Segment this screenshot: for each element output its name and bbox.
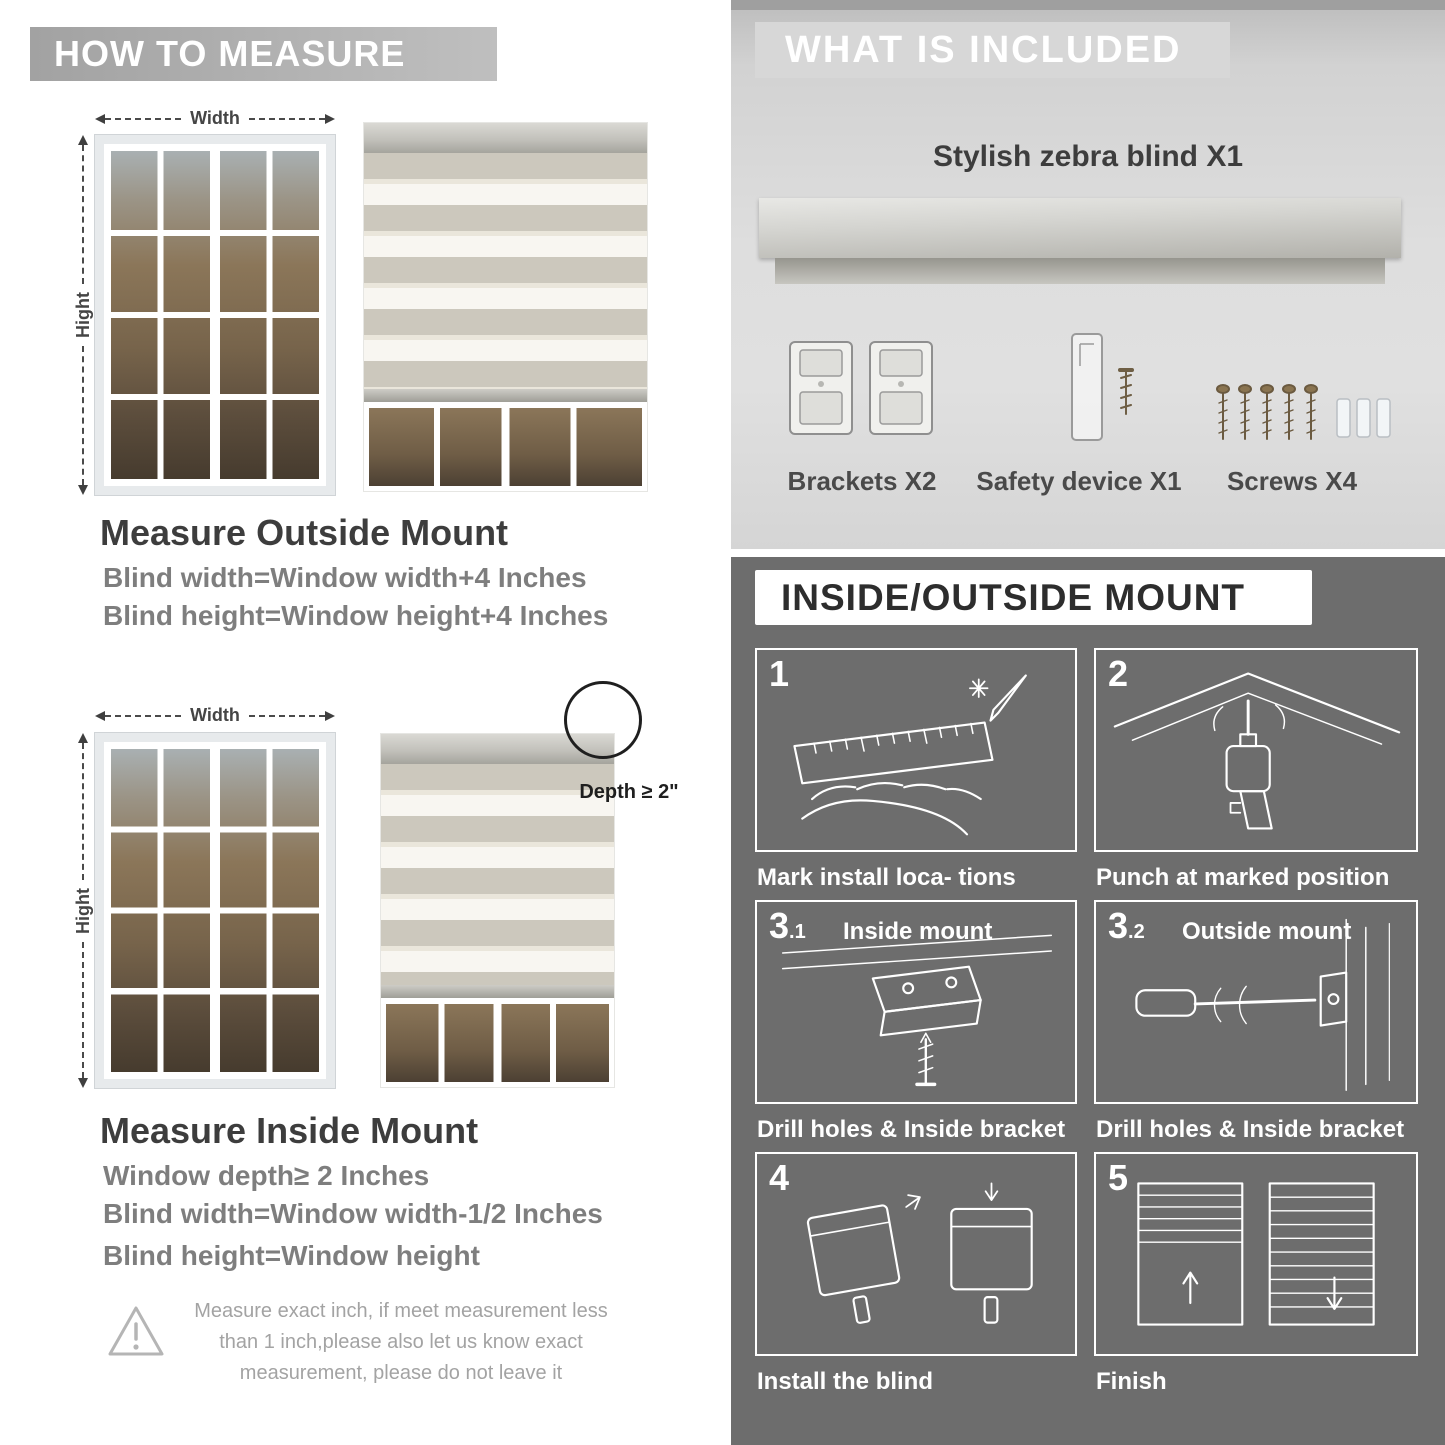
outside-mount-title: Measure Outside Mount (100, 512, 509, 553)
headrail-lip (775, 258, 1385, 284)
what-is-included-header: WHAT IS INCLUDED (755, 22, 1230, 78)
outside-bracket-illustration (1135, 918, 1390, 1091)
depth-label: Depth ≥ 2" (579, 781, 679, 803)
arrow-left-icon (95, 710, 105, 721)
wall-anchors-icon (1336, 398, 1391, 438)
what-is-included-section: WHAT IS INCLUDED Stylish zebra blind X1 (731, 0, 1445, 549)
step-cell-2: 2 Pu (1094, 648, 1418, 900)
inside-mount-line-3: Blind height=Window height (103, 1240, 480, 1271)
step-number: 5 (1108, 1157, 1129, 1198)
blind-cassette (364, 123, 647, 153)
step-number: 3.2 (1108, 905, 1145, 946)
product-label: Stylish zebra blind X1 (932, 140, 1244, 173)
step-caption: Install the blind (757, 1368, 934, 1395)
outside-mount-line-1: Blind width=Window width+4 Inches (103, 562, 587, 593)
step-cell-3-1: 3.1 Inside mount (755, 900, 1077, 1152)
headrail-illustration (759, 198, 1401, 258)
arrow-down-icon (78, 485, 88, 496)
step-number: 4 (769, 1157, 790, 1198)
step-number: 1 (769, 653, 790, 694)
drill-illustration (1113, 672, 1401, 830)
step-cell-4: 4 (755, 1152, 1077, 1404)
window-illustration (94, 134, 336, 496)
blind-bottom-rail (381, 985, 614, 998)
mount-guide-header: INSIDE/OUTSIDE MOUNT (755, 570, 1312, 625)
step-panel-2: 2 (1094, 648, 1418, 852)
step-panel-3-2: 3.2 Outside mount (1094, 900, 1418, 1104)
width-arrow: Width (95, 108, 336, 129)
arrow-right-icon (325, 113, 336, 124)
height-label: Hight (72, 887, 93, 934)
brackets-icon (789, 341, 933, 435)
window-illustration (94, 732, 336, 1089)
step-cell-5: 5 Finish (1094, 1152, 1418, 1404)
width-arrow: Width (95, 705, 336, 726)
arrow-down-icon (78, 1078, 88, 1089)
window-casement (111, 749, 210, 1072)
arrow-up-icon (78, 733, 88, 743)
window-casement (220, 151, 319, 479)
height-arrow: Hight (72, 135, 93, 496)
width-label: Width (190, 108, 240, 128)
warning-text: Measure exact inch, if meet measurement … (194, 1300, 608, 1384)
outside-mount-line-2: Blind height=Window height+4 Inches (103, 600, 609, 631)
arrow-right-icon (325, 710, 336, 721)
step-number: 3.1 (769, 905, 806, 946)
screws-label: Screws X4 (1226, 466, 1358, 496)
window-casement (220, 749, 319, 1072)
step-cell-3-2: 3.2 Outside mount (1094, 900, 1418, 1152)
step-caption: Drill holes & Inside bracket (757, 1116, 1066, 1143)
window-under-blind (386, 998, 609, 1082)
step-panel-3-1: 3.1 Inside mount (755, 900, 1077, 1104)
brackets-label: Brackets X2 (787, 466, 937, 496)
window-under-blind (369, 402, 642, 486)
install-blind-illustration (806, 1182, 1033, 1324)
blind-stripes (381, 764, 614, 985)
inside-mount-line-1: Window depth≥ 2 Inches (103, 1160, 430, 1191)
measure-mark-illustration (793, 674, 1027, 836)
zebra-blind-illustration (363, 122, 648, 492)
safety-device-icon (1071, 333, 1134, 441)
depth-circle-annotation (564, 681, 642, 759)
warning-triangle-icon (108, 1306, 164, 1356)
height-arrow: Hight (72, 733, 93, 1089)
window-casement (111, 151, 210, 479)
step-cell-1: 1 Mark install loca- tions (755, 648, 1077, 900)
blind-bottom-rail (364, 389, 647, 402)
mount-guide-section: INSIDE/OUTSIDE MOUNT 1 (731, 557, 1445, 1445)
safety-device-label: Safety device X1 (976, 466, 1182, 496)
step-caption: Mark install loca- tions (757, 864, 1016, 891)
top-strip (731, 0, 1445, 10)
step-title: Outside mount (1182, 918, 1352, 945)
inside-mount-title: Measure Inside Mount (100, 1110, 479, 1151)
step-caption: Punch at marked position (1096, 864, 1390, 891)
inside-mount-line-2: Blind width=Window width-1/2 Inches (103, 1198, 603, 1229)
step-panel-5: 5 (1094, 1152, 1418, 1356)
how-to-measure-header: HOW TO MEASURE (30, 27, 497, 81)
height-label: Hight (72, 292, 93, 338)
finish-blinds-illustration (1137, 1182, 1375, 1326)
step-title: Inside mount (843, 918, 993, 945)
steps-grid: 1 Mark install loca- tions (755, 648, 1418, 1404)
step-caption: Drill holes & Inside bracket (1096, 1116, 1405, 1143)
inside-mount-figure: Width Hight Depth ≥ 2" (72, 681, 679, 1095)
step-number: 2 (1108, 653, 1129, 694)
inside-bracket-illustration (781, 934, 1053, 1087)
width-label: Width (190, 705, 240, 725)
blind-stripes (364, 153, 647, 389)
arrow-left-icon (95, 113, 105, 124)
step-panel-4: 4 (755, 1152, 1077, 1356)
outside-mount-figure: Width Hight (72, 100, 662, 500)
step-panel-1: 1 (755, 648, 1077, 852)
screws-icon (1216, 384, 1391, 440)
step-caption: Finish (1096, 1368, 1167, 1395)
arrow-up-icon (78, 135, 88, 145)
zebra-blind-illustration (380, 733, 615, 1088)
